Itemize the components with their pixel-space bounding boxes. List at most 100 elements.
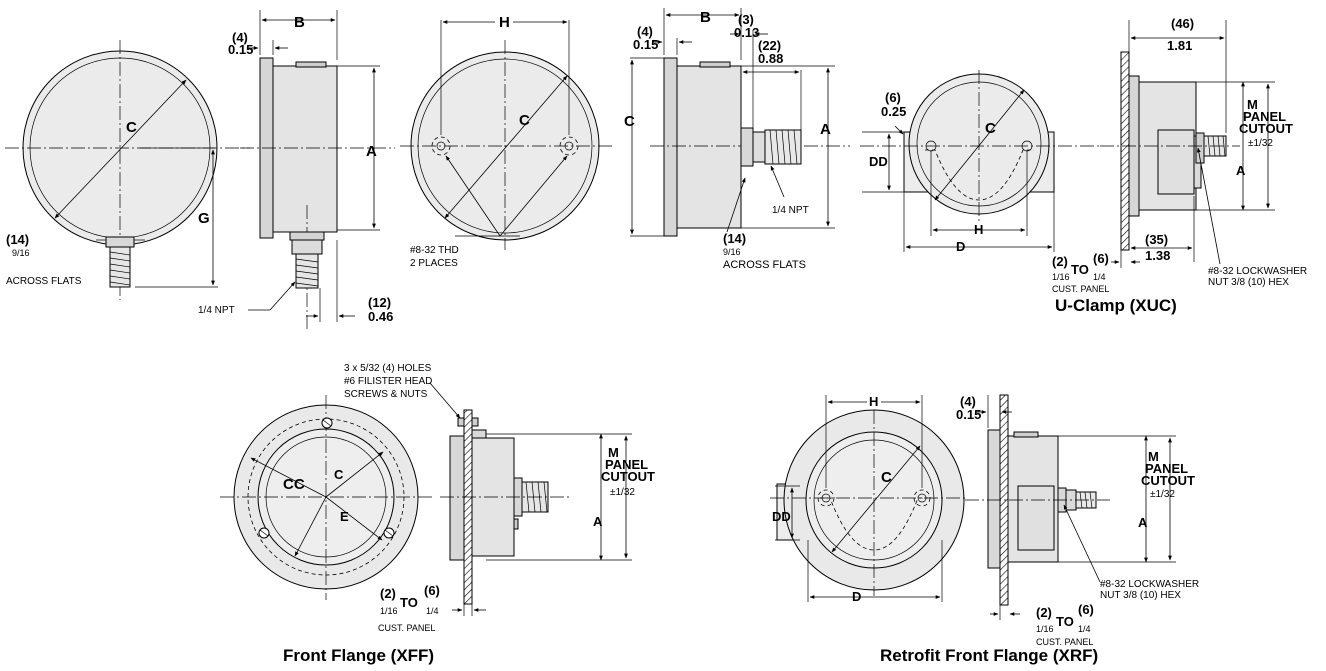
panel-min-mm-label: (2) (1036, 605, 1052, 620)
cutout-2-label: PANEL (605, 457, 648, 472)
panel-to-label: TO (1071, 262, 1089, 277)
lock-2-label: NUT 3/8 (10) HEX (1100, 590, 1181, 601)
cust-panel-label: CUST. PANEL (1036, 637, 1093, 647)
view-retrofit-flange-side: A M PANEL CUTOUT ±1/32 (4) 0.15 #8-32 LO… (956, 394, 1199, 647)
thk-in-label: 0.15 (228, 42, 253, 57)
uclamp-title: U-Clamp (XUC) (1055, 296, 1177, 315)
dim-h-label: H (499, 14, 510, 31)
customer-panel (1120, 51, 1130, 251)
dim-dd-label: DD (772, 509, 791, 524)
thk-mm-label: (4) (637, 24, 653, 39)
cutout-2-label: PANEL (1145, 461, 1188, 476)
lock-2-label: NUT 3/8 (10) HEX (1208, 277, 1289, 288)
depth-in-label: 1.81 (1167, 38, 1192, 53)
gap-in-label: 0.13 (734, 25, 759, 40)
panel-max-label: 1/4 (1078, 624, 1091, 634)
dim-g-label: G (198, 210, 210, 227)
ext-in-label: 0.88 (758, 51, 783, 66)
across-flats-label: ACROSS FLATS (723, 259, 806, 271)
dim-c-label: C (126, 119, 137, 136)
cutout-2-label: PANEL (1243, 109, 1286, 124)
cutout-3-label: CUTOUT (601, 469, 655, 484)
dim-d-label: D (852, 589, 861, 604)
view-bottom-mount-front: C (14) 9/16 ACROSS FLATS G (5, 40, 250, 300)
dim-mm-label: (6) (885, 90, 901, 105)
dim-in-label: 0.25 (881, 104, 906, 119)
cutout-3-label: CUTOUT (1239, 121, 1293, 136)
panel-to-label: TO (400, 595, 418, 610)
dim-h-label: H (974, 222, 983, 237)
view-back-mount-side: C A B (4) 0.15 (3) 0.13 (22) 0.88 1/4 NP… (624, 8, 850, 271)
dim-a-label: A (820, 121, 831, 138)
dim-a-label: A (1138, 515, 1148, 530)
flats-mm-label: (14) (723, 231, 746, 246)
thk-mm-label: (4) (960, 394, 976, 409)
retrofit-flange-title: Retrofit Front Flange (XRF) (880, 646, 1099, 665)
dim-h-label: H (869, 394, 878, 409)
cust-panel-label: CUST. PANEL (1052, 284, 1109, 294)
dim-b-label: B (294, 14, 305, 31)
panel-max-mm-label: (6) (1093, 251, 1109, 266)
front-flange-title: Front Flange (XFF) (283, 646, 435, 665)
dim-dd-label: DD (869, 154, 888, 169)
panel-min-mm-label: (2) (1052, 254, 1068, 269)
thread-mm-label: (12) (368, 295, 391, 310)
holes-1-label: 3 x 5/32 (4) HOLES (344, 363, 432, 374)
side-case (272, 65, 338, 233)
dim-a-label: A (1236, 163, 1246, 178)
dim-c-label: C (881, 469, 892, 486)
panel-max-label: 1/4 (1093, 272, 1106, 282)
lock-1-label: #8-32 LOCKWASHER (1208, 266, 1307, 277)
dim-b-label: B (700, 9, 711, 26)
view-front-flange-side: A M PANEL CUTOUT ±1/32 3 x 5/32 (4) HOLE… (344, 363, 655, 633)
npt-label: 1/4 NPT (198, 305, 235, 316)
panel-max-label: 1/4 (426, 606, 439, 616)
cutout-3-label: CUTOUT (1141, 473, 1195, 488)
panel-max-mm-label: (6) (424, 583, 440, 598)
cutout-1-label: M (608, 445, 619, 460)
view-u-clamp-side: A M PANEL CUTOUT ±1/32 (46) 1.81 (35) 1.… (1052, 16, 1307, 294)
thd-line1-label: #8-32 THD (410, 245, 459, 256)
across-flats-label: ACROSS FLATS (6, 276, 82, 287)
flats-frac-label: 9/16 (723, 247, 741, 257)
side-case (676, 65, 742, 229)
dim-c-label: C (519, 112, 530, 129)
gap-mm-label: (3) (738, 12, 754, 27)
view-back-mount-front: C H #8-32 THD 2 PLACES (400, 13, 615, 269)
dim-cc-label: CC (283, 476, 305, 493)
cutout-tol-label: ±1/32 (610, 487, 635, 498)
dim-d-label: D (956, 239, 965, 254)
u-clamp-block (1157, 129, 1195, 195)
dim-a-label: A (593, 514, 603, 529)
rear-in-label: 1.38 (1145, 248, 1170, 263)
lock-1-label: #8-32 LOCKWASHER (1100, 579, 1199, 590)
view-bottom-mount-side: B (4) 0.15 A (12) 0.46 1/4 NPT (198, 10, 395, 330)
panel-min-label: 1/16 (1036, 624, 1054, 634)
stem-thread (109, 246, 131, 288)
npt-label: 1/4 NPT (772, 205, 809, 216)
view-u-clamp-front: C DD (6) 0.25 H D (860, 70, 1100, 254)
panel-min-label: 1/16 (380, 606, 398, 616)
panel-min-label: 1/16 (1052, 272, 1070, 282)
cutout-tol-label: ±1/32 (1150, 489, 1175, 500)
side-bezel (663, 57, 678, 237)
dim-c-label: C (624, 113, 635, 130)
panel-max-mm-label: (6) (1078, 602, 1094, 617)
holes-2-label: #6 FILISTER HEAD (344, 376, 432, 387)
flats-frac-label: 9/16 (12, 248, 30, 258)
dim-a-label: A (366, 143, 377, 160)
panel-min-mm-label: (2) (380, 586, 396, 601)
rear-mm-label: (35) (1145, 232, 1168, 247)
cutout-1-label: M (1148, 449, 1159, 464)
cust-panel-label: CUST. PANEL (378, 623, 435, 633)
dim-c-label: C (985, 120, 996, 137)
dim-c-label: C (334, 467, 344, 482)
thk-in-label: 0.15 (956, 407, 981, 422)
customer-panel (463, 409, 473, 605)
dim-e-label: E (340, 509, 349, 524)
view-front-flange-front: CC C E (220, 395, 432, 600)
socket-neck (105, 236, 135, 248)
view-retrofit-flange-front: C H DD D (770, 394, 965, 604)
thread-in-label: 0.46 (368, 309, 393, 324)
